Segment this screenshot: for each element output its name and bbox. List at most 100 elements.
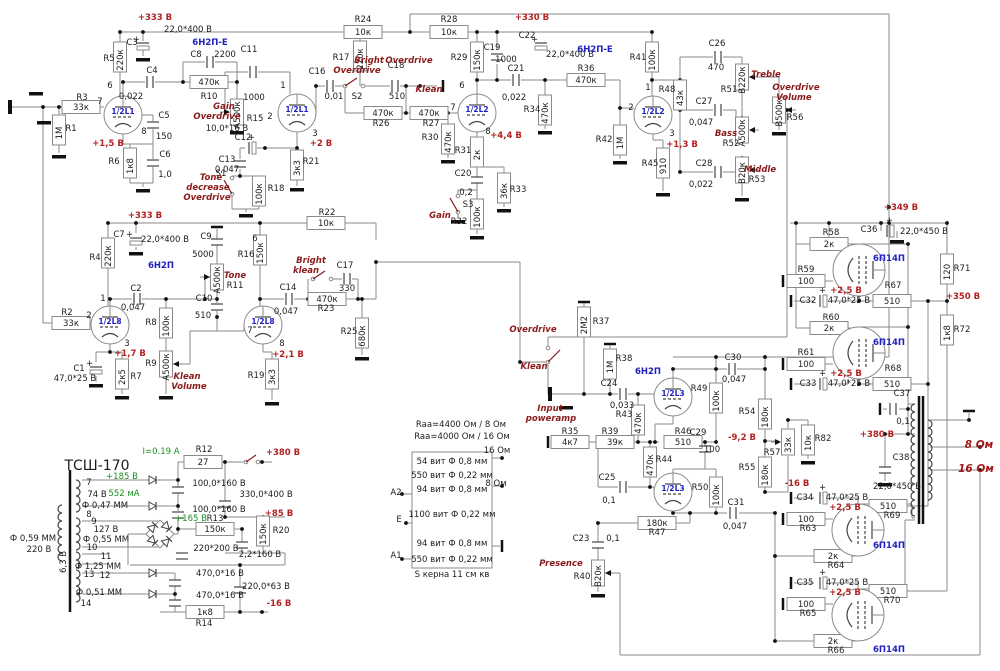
component-label: 0,1 (602, 496, 616, 506)
electrolytic-capacitor: + (531, 35, 538, 45)
junction-dot (906, 407, 910, 411)
junction-dot (260, 610, 264, 614)
ground-icon (559, 406, 573, 410)
ground-icon (52, 155, 66, 159)
resistor-value: 100к (648, 49, 658, 70)
electrolytic-capacitor (889, 224, 895, 238)
component-label: 0,047 (722, 375, 746, 385)
component-label: R56 (787, 113, 804, 123)
junction-dot (636, 440, 640, 444)
junction-dot (238, 174, 242, 178)
ground-icon (37, 121, 51, 125)
component-label: 22,0*400 В (546, 50, 594, 60)
pot-wiper-arrow-icon (749, 74, 755, 80)
component-label: R1 (65, 124, 76, 134)
junction-dot (714, 367, 718, 371)
junction-dot (223, 460, 227, 464)
resistor-value: 10к (355, 28, 371, 38)
resistor-value: 100 (798, 360, 814, 370)
component-label: C16 (309, 67, 326, 77)
junction-dot (475, 30, 479, 34)
component-label: R66 (828, 646, 845, 656)
component-label: 12 (100, 571, 111, 581)
voltage-label: +1,3 В (666, 140, 698, 150)
junction-dot (650, 78, 654, 82)
component-label: 7 (450, 103, 455, 113)
component-label: R8 (145, 318, 156, 328)
electrolytic-capacitor: + (819, 286, 826, 296)
resistor-value: 1M (55, 127, 65, 140)
component-label: R55 (739, 463, 756, 473)
resistor-value: 2M2 (580, 316, 590, 334)
junction-dot (404, 111, 408, 115)
component-label: C11 (241, 45, 258, 55)
resistor-value: 3к3 (268, 369, 278, 385)
electrolytic-capacitor (129, 240, 143, 246)
component-label: R26 (373, 119, 390, 129)
component-label: R10 (201, 92, 218, 102)
potentiometer-value: A500к (738, 119, 748, 146)
junction-dot (596, 521, 600, 525)
component-label: R3 (76, 93, 87, 103)
function-label: Gain (213, 102, 235, 112)
junction-dot (106, 221, 110, 225)
junction-dot (173, 592, 177, 596)
terminal-bar-icon (789, 492, 793, 504)
tube-name-label: 1/2L2 (641, 107, 664, 116)
resistor-value: 180к (761, 464, 771, 485)
component-label: R17 (333, 53, 350, 63)
component-label: C4 (146, 66, 157, 76)
pentode-cathode (847, 340, 854, 366)
voltage-label: +2,5 В (829, 588, 861, 598)
function-label: decrease (186, 183, 230, 193)
component-label: 5000 (192, 250, 214, 260)
component-label: C35 (797, 578, 814, 588)
resistor-value: 150к (204, 525, 225, 535)
ground-icon (497, 209, 511, 213)
component-label: 2 (86, 311, 91, 321)
diode-icon (151, 521, 159, 529)
component-label: C26 (709, 39, 726, 49)
current-label: 552 мА (108, 489, 139, 499)
triode-cathode (288, 120, 306, 126)
component-label: 330 (339, 284, 355, 294)
component-label: 54 вит Ф 0,8 мм (417, 457, 488, 467)
resistor-value: 470к (575, 76, 596, 86)
resistor-value: 150к (256, 242, 266, 263)
component-label: C28 (696, 159, 713, 169)
resistor-value: 220к (104, 245, 114, 266)
switch-lever-icon (344, 77, 358, 87)
function-label: Volume (776, 93, 812, 103)
component-label: C9 (200, 232, 211, 242)
component-label: C27 (696, 97, 713, 107)
junction-dot (215, 315, 219, 319)
component-label: Raa=4000 Ом / 16 Ом (414, 432, 510, 442)
resistor-value: 2к5 (118, 369, 128, 385)
resistor-value: 910 (659, 158, 669, 174)
junction-dot (356, 297, 360, 301)
junction-dot (763, 490, 767, 494)
ground-icon (772, 132, 786, 136)
junction-dot (408, 30, 412, 34)
resistor-value: 1M (616, 137, 626, 150)
junction-dot (121, 80, 125, 84)
switch-icon (360, 83, 366, 89)
component-label: C29 (690, 428, 707, 438)
triode-cathode (664, 404, 682, 410)
component-label: R32 (451, 217, 468, 227)
component-label: 10,0*16 В (206, 124, 249, 134)
ground-icon (591, 594, 605, 598)
component-label: 1 (645, 83, 650, 93)
resistor (786, 357, 826, 371)
component-label: C17 (337, 261, 354, 271)
component-label: 0,047 (723, 522, 747, 532)
electrolytic-capacitor (822, 576, 828, 590)
diode-icon (148, 475, 158, 485)
electrolytic-capacitor: + (819, 369, 826, 379)
component-label: C3 (126, 38, 137, 48)
ground-icon (878, 483, 892, 487)
ground-icon (290, 188, 304, 192)
component-label: 22,0*400 В (141, 235, 189, 245)
resistor-value: 100к (255, 183, 265, 204)
junction-dot (374, 260, 378, 264)
